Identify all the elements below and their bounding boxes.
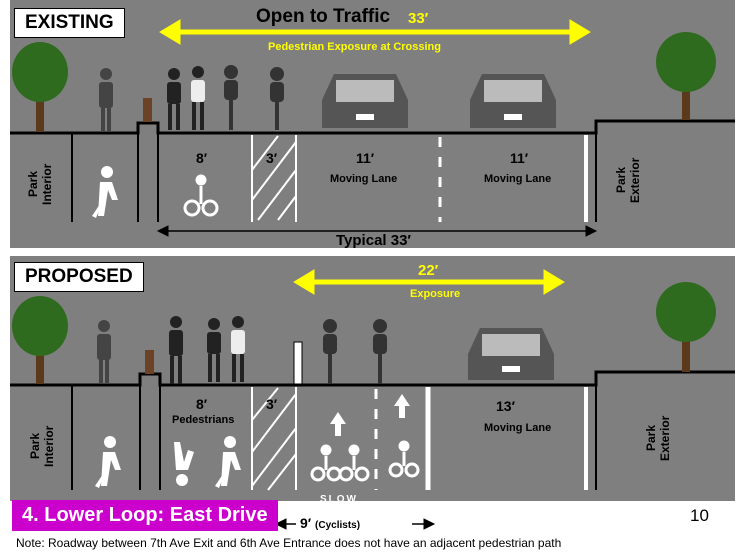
proposed-label: PROPOSED (14, 262, 144, 292)
lane1-label: Moving Lane (330, 173, 398, 185)
park-interior-label: Park Interior (28, 425, 56, 467)
lane2-label: Moving Lane (484, 173, 552, 185)
cyclists-width: 9′ (300, 515, 312, 531)
bollard-icon (143, 98, 152, 122)
pedestrian-icon (99, 68, 113, 132)
proposed-exposure-width: 22′ (418, 262, 439, 279)
cyclist-icon (373, 319, 387, 384)
park-exterior-label: Park Exterior (614, 157, 642, 203)
typical-width-label: Typical 33′ (336, 232, 412, 249)
cyclist-icon (224, 65, 238, 130)
bicycle-icon (310, 444, 342, 482)
car-icon (322, 74, 408, 128)
footnote: Note: Roadway between 7th Ave Exit and 6… (16, 536, 562, 550)
proposed-lane-width: 13′ (496, 398, 515, 414)
existing-exposure-caption: Pedestrian Exposure at Crossing (268, 41, 441, 53)
proposed-ground-line (10, 370, 735, 387)
runner-icon (207, 318, 221, 382)
pedestrian-icon (95, 436, 121, 488)
bollard-icon (145, 350, 154, 374)
car-icon (468, 328, 554, 380)
pedestrian-icon (97, 320, 111, 384)
runner-icon (231, 316, 245, 382)
pedestrian-icon (174, 442, 194, 486)
page-number: 10 (690, 506, 709, 525)
bicycle-icon (183, 174, 219, 217)
tree-icon (12, 296, 68, 384)
park-exterior-label: Park Exterior (644, 415, 672, 461)
ped-lane-width: 8′ (196, 396, 208, 412)
delineator-post-icon (293, 341, 303, 385)
park-interior-label: Park Interior (26, 163, 54, 205)
car-icon (470, 74, 556, 128)
proposed-exposure-caption: Exposure (410, 288, 461, 300)
existing-label: EXISTING (14, 8, 125, 38)
tree-icon (656, 282, 716, 372)
buffer-width: 3′ (266, 150, 278, 166)
pedestrian-icon (215, 436, 241, 488)
cyclists-caption: (Cyclists) (315, 520, 361, 531)
lane2-width: 11′ (510, 150, 529, 166)
typical-dimension-line (156, 225, 598, 237)
slow-marking: SLOW (320, 494, 358, 505)
cyclist-icon (323, 319, 337, 384)
traffic-title: Open to Traffic (256, 6, 391, 27)
pedestrian-icon (169, 316, 183, 384)
pedestrian-icon (92, 166, 118, 218)
cyclists-dimension-arrows (274, 518, 436, 530)
exposure-arrow (293, 269, 565, 295)
proposed-buffer-width: 3′ (266, 396, 278, 412)
runner-icon (191, 66, 205, 130)
tree-icon (12, 42, 68, 132)
bicycle-icon (388, 440, 420, 478)
bike-lane-width: 8′ (196, 150, 208, 166)
ped-lane-label: Pedestrians (172, 414, 235, 426)
lane1-width: 11′ (356, 150, 375, 166)
arrow-up-icon (394, 394, 410, 418)
existing-ground-line (10, 119, 735, 135)
buffer-hatching (251, 135, 297, 221)
existing-exposure-width: 33′ (408, 10, 429, 27)
runner-icon (167, 68, 181, 130)
cyclists-width-label: 9′ (Cyclists) (300, 515, 360, 531)
bicycle-icon (338, 444, 370, 482)
slide-title: 4. Lower Loop: East Drive (12, 500, 278, 531)
arrow-up-icon (330, 412, 346, 436)
cyclist-icon (270, 67, 284, 130)
buffer-hatching (251, 387, 297, 491)
exposure-arrow (159, 19, 591, 45)
tree-icon (656, 32, 716, 120)
proposed-lane-label: Moving Lane (484, 422, 552, 434)
